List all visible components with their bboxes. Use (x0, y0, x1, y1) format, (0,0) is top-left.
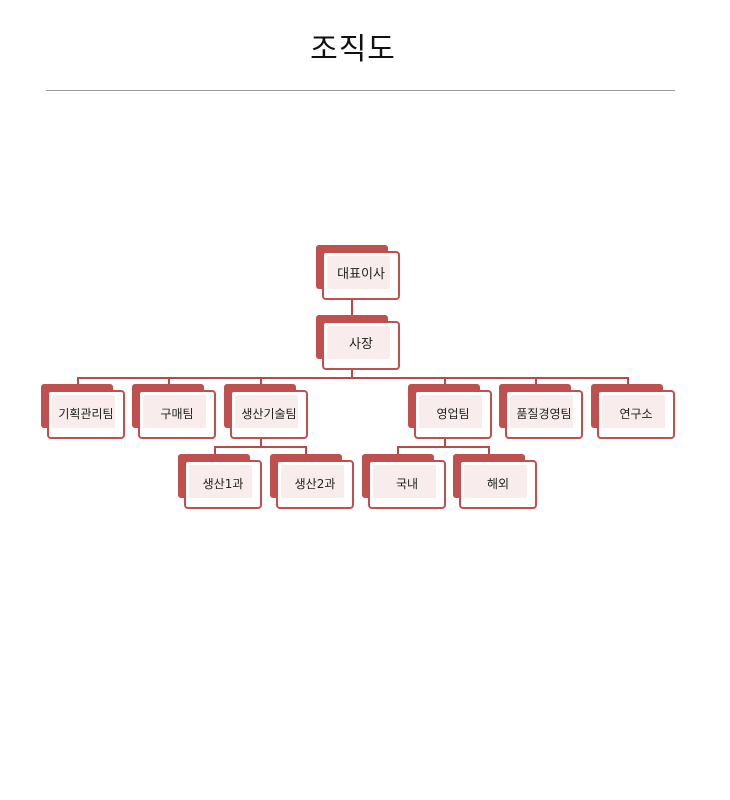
node-card (230, 390, 308, 439)
node-label: 기획관리팀 (58, 407, 114, 421)
org-node-purchasing-team: 구매팀 (132, 384, 216, 440)
connector-drop-dept-1 (77, 377, 79, 385)
title-divider (46, 90, 675, 91)
node-label: 사장 (349, 337, 373, 352)
node-label: 품질경영팀 (516, 407, 572, 421)
connector-president-down (351, 370, 353, 378)
node-card (322, 321, 400, 370)
org-node-president: 사장 (316, 315, 400, 371)
node-label: 영업팀 (436, 407, 470, 421)
page-title: 조직도 (310, 32, 396, 67)
org-node-sales-overseas: 해외 (453, 454, 537, 510)
node-label: 국내 (395, 477, 419, 491)
node-label: 해외 (486, 477, 510, 491)
org-node-research-lab: 연구소 (591, 384, 675, 440)
connector-departments-bus (77, 377, 629, 379)
connector-drop-sales-2 (488, 446, 490, 455)
connector-production-bus (214, 446, 307, 448)
node-card (414, 390, 492, 439)
connector-drop-production-2 (305, 446, 307, 455)
connector-drop-sales-1 (397, 446, 399, 455)
node-card (276, 460, 354, 509)
org-node-sales-team: 영업팀 (408, 384, 492, 440)
connector-drop-dept-3 (260, 377, 262, 385)
node-card (459, 460, 537, 509)
org-node-sales-domestic: 국내 (362, 454, 446, 510)
org-node-ceo: 대표이사 (316, 245, 400, 301)
node-label: 생산2과 (294, 477, 336, 491)
connector-drop-production-1 (214, 446, 216, 455)
node-label: 구매팀 (160, 407, 194, 421)
node-card (184, 460, 262, 509)
org-node-production-1: 생산1과 (178, 454, 262, 510)
connector-drop-dept-5 (535, 377, 537, 385)
node-label: 생산1과 (202, 477, 244, 491)
org-node-planning-team: 기획관리팀 (41, 384, 125, 440)
connector-drop-dept-6 (627, 377, 629, 385)
connector-production-down (260, 439, 262, 447)
node-label: 생산기술팀 (241, 407, 297, 421)
connector-ceo-president (351, 300, 353, 316)
node-card (505, 390, 583, 439)
org-node-quality-team: 품질경영팀 (499, 384, 583, 440)
org-node-production-2: 생산2과 (270, 454, 354, 510)
node-label: 대표이사 (337, 267, 385, 282)
node-card (368, 460, 446, 509)
node-card (47, 390, 125, 439)
node-label: 연구소 (619, 407, 653, 421)
connector-sales-bus (397, 446, 490, 448)
node-card (597, 390, 675, 439)
connector-drop-dept-2 (168, 377, 170, 385)
connector-sales-down (444, 439, 446, 447)
node-card (138, 390, 216, 439)
org-node-production-tech-team: 생산기술팀 (224, 384, 308, 440)
connector-drop-dept-4 (444, 377, 446, 385)
node-card (322, 251, 400, 300)
